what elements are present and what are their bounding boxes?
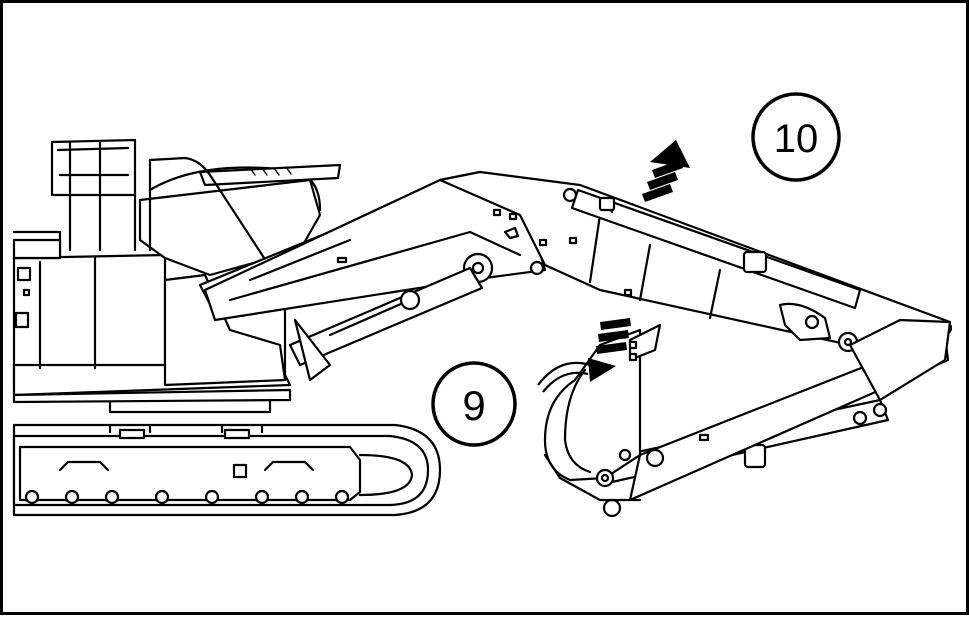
arm-cylinder	[570, 188, 862, 342]
bucket-curl-arrow	[537, 318, 631, 393]
track-rollers	[24, 489, 350, 505]
arm-tip	[848, 318, 952, 402]
track-undercarriage	[12, 423, 442, 517]
callout-9-label: 9	[462, 382, 485, 429]
callout-9: 9	[431, 361, 517, 447]
callout-10-label: 10	[774, 117, 819, 161]
boom-cylinder-lower	[288, 266, 484, 382]
cab	[12, 238, 62, 260]
callout-10: 10	[751, 92, 841, 182]
arm-raise-arrow	[642, 140, 690, 202]
upper-structure	[12, 163, 342, 404]
bucket	[543, 323, 662, 502]
handrails	[50, 138, 287, 377]
